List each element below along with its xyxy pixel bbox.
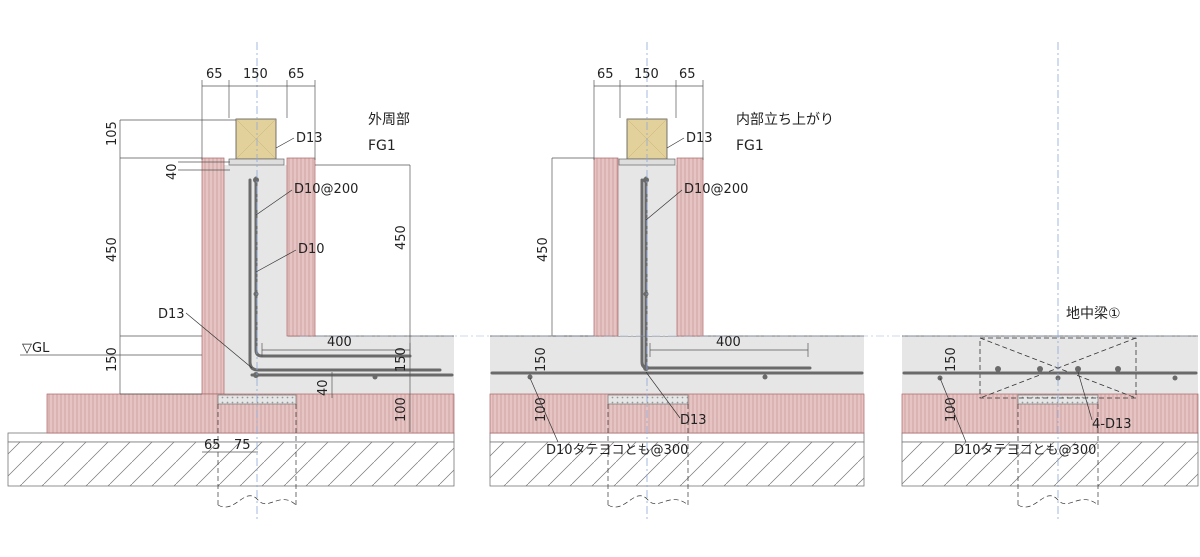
dim-150-left: 150	[105, 347, 120, 372]
dim-40-top: 40	[165, 163, 180, 180]
section-code: FG1	[736, 138, 764, 154]
trench-outline	[607, 404, 689, 508]
rebar-dot	[1037, 366, 1043, 372]
rebar-dot	[253, 372, 259, 378]
label-ground-level: ▽GL	[22, 341, 50, 356]
rebar-dot	[643, 291, 649, 297]
dim-40-bottom: 40	[316, 379, 331, 396]
gravel-pad	[607, 394, 689, 405]
section-interior: 65 150 65 450 400 150 100 内部立ち上がり FG1 D1…	[489, 42, 865, 520]
dim-100: 100	[394, 397, 409, 422]
dim-150: 150	[243, 67, 268, 82]
dimension-lines	[119, 80, 411, 453]
dim-150: 150	[634, 67, 659, 82]
dim-450-left: 450	[105, 237, 120, 262]
section-title: 地中梁①	[1066, 306, 1121, 322]
dim-150: 150	[534, 347, 549, 372]
label-d13-left: D13	[158, 307, 185, 322]
section-ground-beam: 地中梁① 150 100 4-D13 D10タテヨコとも@300	[300, 42, 1199, 520]
label-d10-tateyoko: D10タテヨコとも@300	[954, 443, 1096, 458]
label-d13-anchor: D13	[686, 131, 713, 146]
label-d13-bottom: D13	[680, 413, 707, 428]
rebar-dot	[643, 365, 649, 371]
sill-plate	[228, 158, 285, 166]
rebar-dot	[643, 177, 649, 183]
dimension-lines	[551, 80, 809, 357]
dim-450: 450	[536, 237, 551, 262]
formwork-outer	[201, 157, 225, 395]
label-d10: D10	[298, 242, 325, 257]
section-title: 内部立ち上がり	[736, 112, 834, 128]
label-d13-anchor: D13	[296, 131, 323, 146]
dim-105: 105	[105, 121, 120, 146]
dim-65-right: 65	[288, 67, 305, 82]
slab-concrete	[490, 336, 864, 394]
section-title: 外周部	[368, 112, 410, 128]
dim-150: 150	[944, 347, 959, 372]
dim-150-right: 150	[394, 347, 409, 372]
rebar-dot	[995, 366, 1001, 372]
rebar-dot	[253, 291, 259, 297]
dim-75-bottom: 75	[234, 438, 251, 453]
rebar-dot	[762, 374, 768, 380]
rebar-dot	[1172, 375, 1178, 381]
ground-layer	[7, 432, 1199, 487]
label-4-d13: 4-D13	[1092, 417, 1132, 432]
dim-65-bottom: 65	[204, 438, 221, 453]
dim-65-left: 65	[206, 67, 223, 82]
trench-outline	[1017, 404, 1099, 508]
label-d10-tateyoko: D10タテヨコとも@300	[546, 443, 688, 458]
rebar-dot	[527, 374, 533, 380]
dim-65-right: 65	[679, 67, 696, 82]
dim-450-right: 450	[394, 225, 409, 250]
rebar-dot	[1075, 366, 1081, 372]
dim-400: 400	[716, 335, 741, 350]
label-d10-200: D10@200	[684, 182, 748, 197]
dim-100: 100	[944, 397, 959, 422]
dim-400: 400	[327, 335, 352, 350]
dim-100: 100	[534, 397, 549, 422]
section-code: FG1	[368, 138, 396, 154]
trench-outline	[217, 404, 297, 508]
rebar-dot	[1115, 366, 1121, 372]
label-d10-200: D10@200	[294, 182, 358, 197]
rebar-dot	[372, 374, 378, 380]
formwork-left	[593, 157, 619, 337]
rebar-dot	[253, 177, 259, 183]
dim-65-left: 65	[597, 67, 614, 82]
